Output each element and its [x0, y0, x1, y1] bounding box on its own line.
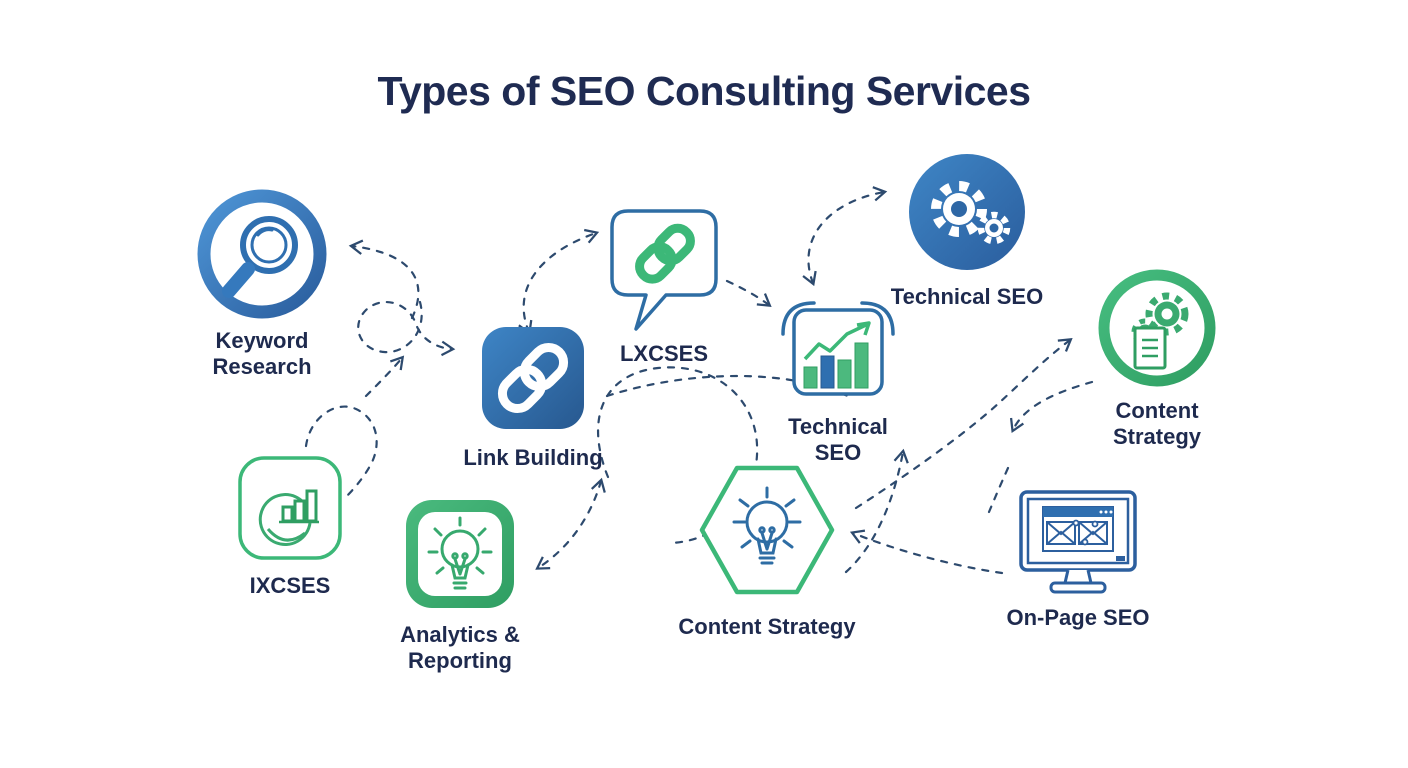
lightbulb-icon [406, 500, 514, 608]
node-keyword-research: Keyword Research [177, 188, 347, 380]
gear-document-icon [1098, 269, 1216, 387]
node-content-strategy-gears: Content Strategy [1077, 268, 1237, 450]
node-label: Analytics & Reporting [400, 622, 520, 673]
node-analytics-reporting: Analytics & Reporting [375, 498, 545, 674]
bar-chart-trend-icon [781, 301, 895, 396]
node-label: Content Strategy [678, 614, 856, 639]
node-label: Keyword Research [212, 328, 312, 379]
node-technical-seo-gears: Technical SEO [872, 152, 1062, 310]
node-lxcses-bubble: LXCSES [589, 203, 739, 367]
node-onpage-seo: On-Page SEO [988, 487, 1168, 631]
node-link-building: Link Building [438, 325, 628, 471]
node-label: IXCSES [249, 573, 331, 598]
lightbulb-icon [699, 465, 835, 595]
node-label: Content Strategy [1112, 398, 1202, 449]
page-title: Types of SEO Consulting Services [377, 68, 1031, 114]
node-label: Link Building [463, 445, 603, 470]
node-content-strategy-hex: Content Strategy [667, 460, 867, 640]
node-label: Technical SEO [890, 284, 1044, 309]
node-label: LXCSES [619, 341, 709, 366]
chain-link-icon [482, 327, 584, 429]
pie-bar-chart-icon [238, 456, 342, 560]
monitor-wireframe-icon [1019, 490, 1137, 594]
node-ixcses-chart: IXCSES [215, 455, 365, 599]
speech-bubble-chain-icon [610, 209, 718, 331]
node-label: Technical SEO [788, 414, 888, 465]
node-technical-seo-chart: Technical SEO [758, 298, 918, 466]
node-label: On-Page SEO [1006, 605, 1150, 630]
gears-icon [909, 154, 1025, 270]
magnifier-icon [197, 189, 327, 319]
